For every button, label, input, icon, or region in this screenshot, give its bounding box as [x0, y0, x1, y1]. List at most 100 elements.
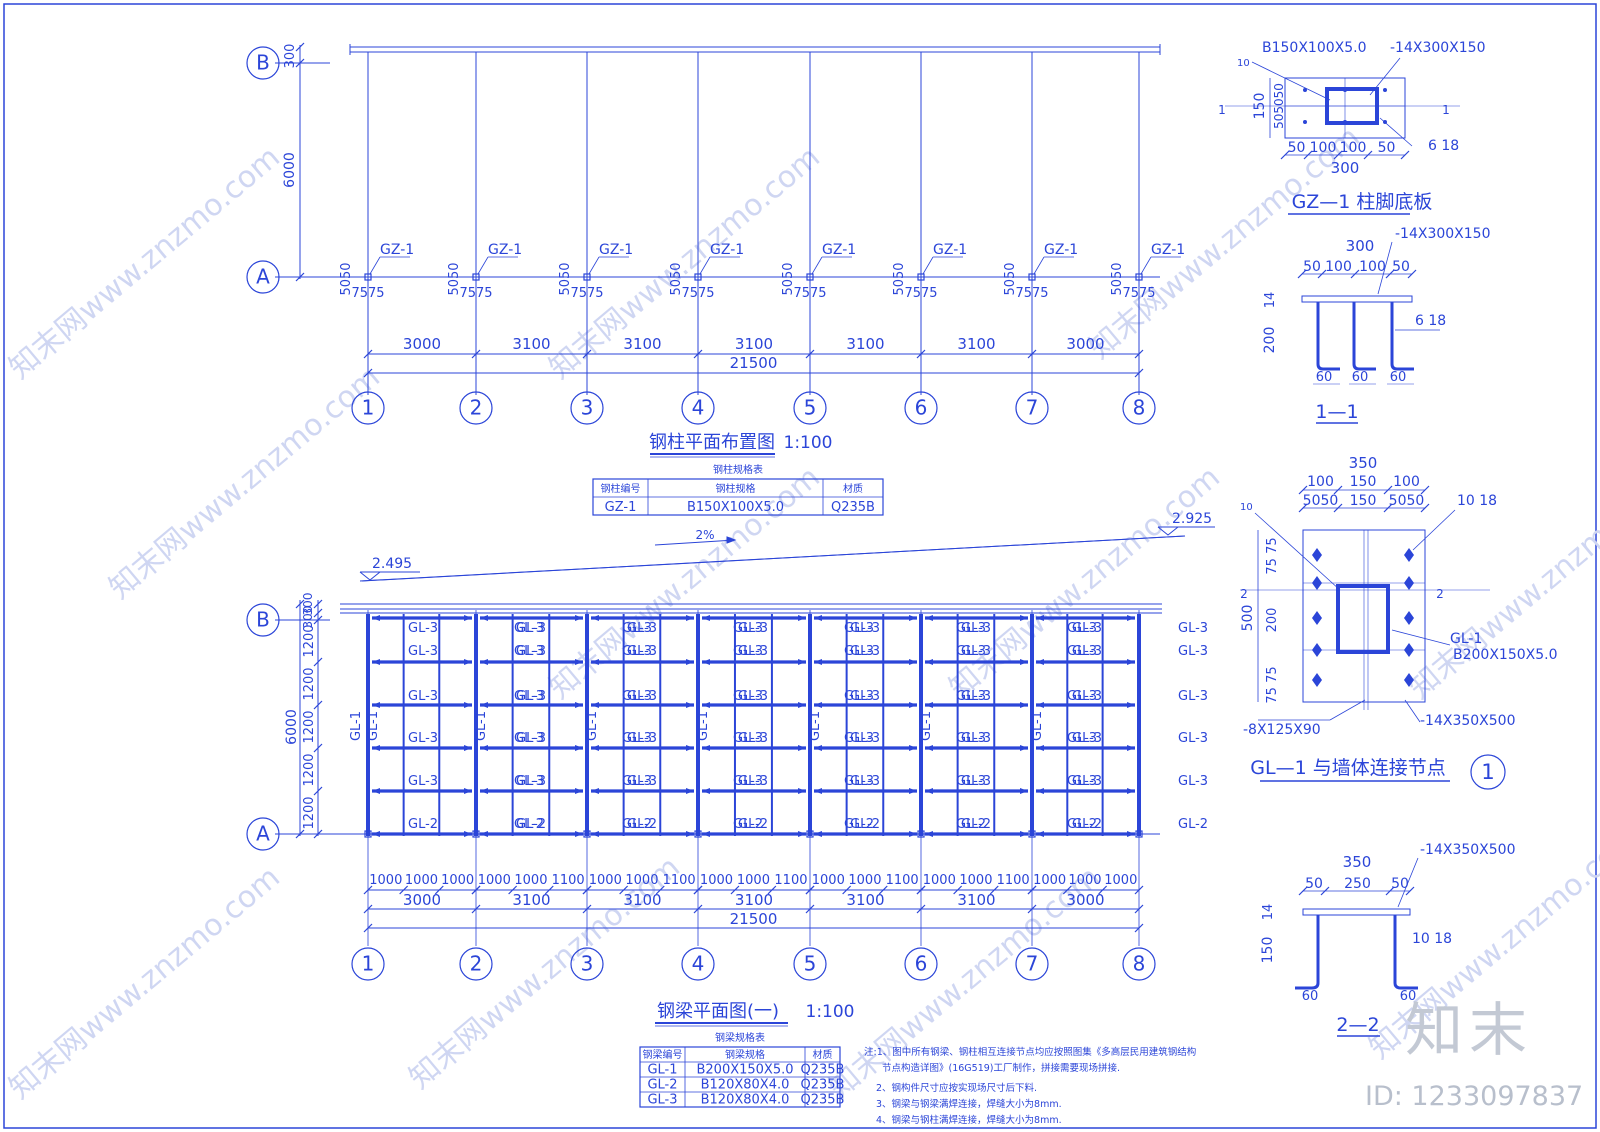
beam-tag: GL-3 — [1178, 689, 1208, 704]
gz1-dim-v-small: 505050 — [1272, 83, 1286, 129]
span-dim: 3100 — [623, 335, 661, 353]
beam-tag-gl1: GL-1 — [349, 711, 364, 741]
beam-end-arrow — [591, 702, 599, 708]
beam-tag: GL-3 — [844, 774, 874, 789]
leader — [1412, 509, 1456, 551]
beam-end-arrow — [909, 831, 917, 837]
gz1-cut-mark: 1 — [1442, 103, 1450, 117]
column-marker-6 — [917, 273, 925, 281]
beam-end-arrow — [1127, 831, 1135, 837]
dim-tick — [916, 349, 926, 359]
node1-dim-v: 500 — [1240, 605, 1256, 632]
node1-bolt — [1312, 643, 1322, 657]
gz1-weld: 10 — [1237, 58, 1250, 69]
note-line: 2、钢构件尺寸应按实现场尺寸后下料. — [876, 1082, 1037, 1094]
column-marker-3 — [583, 830, 591, 838]
beam-end-arrow — [372, 831, 380, 837]
column-tag: GZ-1 — [488, 242, 522, 258]
node1-bolt — [1404, 576, 1414, 590]
beam-tag: GL-2 — [408, 817, 438, 832]
sub-span-dim: 1100 — [886, 873, 919, 888]
sub-span-dim: 1000 — [369, 873, 402, 888]
node1-cut-mark: 2 — [1436, 587, 1444, 601]
gz1-column-spec: B150X100X5.0 — [1262, 40, 1367, 56]
beam-tag: GL-2 — [622, 817, 652, 832]
span-dim: 3000 — [1066, 335, 1104, 353]
beam-tag: GL-3 — [733, 621, 763, 636]
total-dim: 21500 — [730, 910, 778, 928]
beam-tag: GL-3 — [516, 689, 546, 704]
gz1-bolt — [1343, 120, 1347, 124]
beam-tag: GL-3 — [961, 644, 991, 659]
column-tag: GZ-1 — [1151, 242, 1185, 258]
beam-end-arrow — [575, 702, 583, 708]
leader — [922, 256, 934, 275]
beam-end-arrow — [1020, 702, 1028, 708]
sec22-anchor-bolt — [1295, 915, 1320, 990]
beam-tag: GL-3 — [622, 774, 652, 789]
span-dim: 3000 — [403, 335, 441, 353]
note-line: 4、钢梁与钢柱满焊连接，焊缝大小为8mm. — [876, 1114, 1062, 1126]
dim-tick — [313, 657, 323, 667]
beam-tag: GL-3 — [622, 731, 652, 746]
dim-tick — [1385, 269, 1395, 279]
axis-bubble-8-circle — [1122, 947, 1156, 981]
beam-end-arrow — [1020, 615, 1028, 621]
leader — [1377, 241, 1393, 295]
dim-tick — [363, 923, 373, 933]
beam-tag: GL-3 — [844, 731, 874, 746]
dim-tick — [1134, 904, 1144, 914]
dim-tick — [1405, 886, 1415, 896]
gz1-bolt — [1383, 88, 1387, 92]
gz1-plate-spec: -14X300X150 — [1390, 40, 1486, 56]
bolt-dim-h: 7575 — [1015, 286, 1048, 301]
beam-tag-gl1: GL-1 — [1030, 711, 1045, 741]
node1-plate-spec: -14X350X500 — [1420, 713, 1516, 729]
dim-tick — [878, 885, 888, 895]
axis-bubble-5-circle — [793, 947, 827, 981]
beam-tag: GL-2 — [956, 817, 986, 832]
column-marker-7 — [1028, 830, 1036, 838]
beam-tag: GL-3 — [514, 731, 544, 746]
axis-bubble-3-label: 3 — [581, 952, 594, 976]
axis-bubble-4-label: 4 — [692, 396, 705, 420]
beam-end-arrow — [702, 659, 710, 665]
sec22-depth: 150 — [1260, 937, 1276, 964]
column-schedule-cell: Q235B — [831, 500, 875, 515]
beam-end-arrow — [575, 615, 583, 621]
leader — [477, 256, 489, 275]
note-line: 3、钢梁与钢梁满焊连接，焊缝大小为8mm. — [876, 1098, 1062, 1110]
dim-tick — [805, 349, 815, 359]
dim-tick — [1062, 885, 1072, 895]
dim-tick — [295, 829, 305, 839]
beam-tag: GL-3 — [956, 774, 986, 789]
beam-tag: GL-3 — [956, 731, 986, 746]
dim-tick — [313, 615, 323, 625]
node1-dim-v-sub: 200 — [1265, 608, 1280, 633]
dim-tick — [1134, 885, 1144, 895]
beam-schedule-cell: B120X80X4.0 — [701, 1078, 790, 1093]
bolt-dim-v: 5050 — [669, 262, 684, 295]
sec22-hook-dim: 60 — [1302, 989, 1319, 1004]
beam-tag: GL-3 — [738, 644, 768, 659]
dim-tick — [471, 885, 481, 895]
leader — [1379, 117, 1413, 147]
dim-tick — [655, 885, 665, 895]
gz1-cut-mark: 1 — [1218, 103, 1226, 117]
gz1-dim-total: 300 — [1331, 159, 1360, 177]
sec11-thickness: 14 — [1263, 292, 1278, 309]
row-dim: 300 — [301, 593, 315, 616]
beam-tag: GL-3 — [627, 774, 657, 789]
sub-span-dim: 1000 — [1068, 873, 1101, 888]
dim-tick — [313, 829, 323, 839]
beam-end-arrow — [702, 702, 710, 708]
sec22-bolt-spec: 10 18 — [1412, 931, 1452, 947]
beam-end-arrow — [925, 831, 933, 837]
beam-schedule-cell: GL-1 — [647, 1063, 677, 1078]
gz1-dim: 50 — [1378, 140, 1396, 156]
dim-tick — [916, 904, 926, 914]
beam-schedule-cell: B120X80X4.0 — [701, 1093, 790, 1108]
bolt-dim-h: 7575 — [1122, 286, 1155, 301]
bolt-dim-h: 7575 — [570, 286, 603, 301]
column-schedule-header: 材质 — [843, 482, 863, 495]
